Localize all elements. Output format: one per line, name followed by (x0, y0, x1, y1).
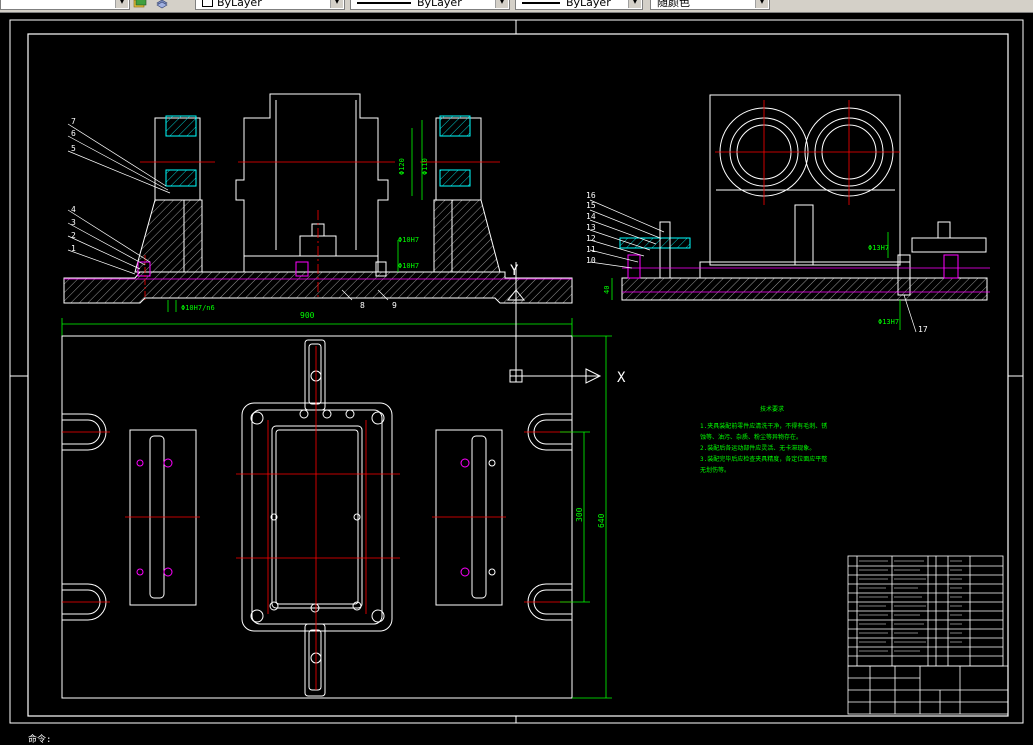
part-number: 14 (586, 212, 596, 221)
layer-state-icon[interactable] (133, 0, 147, 9)
lineweight-value: ByLayer (566, 0, 611, 9)
plotstyle-combo[interactable]: 随颜色 ▾ (650, 0, 770, 10)
dim-label: Φ110 (421, 158, 429, 175)
tech-requirements: 技术要求 1.夹具装配前零件应清洗干净，不得有毛刺、锈 蚀等、油污、杂质、粉尘等… (700, 405, 827, 474)
axis-y-label: Y (510, 263, 519, 279)
lineweight-combo[interactable]: ByLayer ▾ (515, 0, 643, 10)
color-value: ByLayer (217, 0, 262, 9)
dim-label: Φ120 (398, 158, 406, 175)
dim-height-300: 300 (575, 507, 584, 522)
dim-label: Φ10H7/n6 (181, 304, 215, 312)
color-combo[interactable]: ByLayer ▾ (195, 0, 345, 10)
part-numbers-right: 16 15 14 13 12 11 10 17 (586, 191, 928, 334)
lineweight-preview (522, 2, 560, 4)
dim-40: 40 (603, 286, 611, 294)
chevron-down-icon[interactable]: ▾ (628, 0, 641, 8)
part-number: 13 (586, 223, 596, 232)
part-number: 5 (71, 144, 76, 153)
front-view-dim-labels: Φ10H7/n6 Φ120 Φ110 Φ10H7 Φ10H7 900 (181, 158, 429, 320)
plotstyle-value: 随颜色 (657, 0, 690, 9)
part-number: 12 (586, 234, 596, 243)
color-swatch (202, 0, 213, 7)
top-view-dimensions (560, 335, 612, 699)
side-view-centerlines (622, 100, 990, 293)
part-number: 10 (586, 256, 596, 265)
chevron-down-icon[interactable]: ▾ (755, 0, 768, 8)
properties-toolbar: ▾ ByLayer ▾ ByLayer ▾ ByLayer ▾ 随颜色 ▾ (0, 0, 1033, 13)
side-view-dim-labels: 40 Φ13H7 Φ13H7 (603, 244, 899, 326)
dim-label: Φ10H7 (398, 236, 419, 244)
layer-combo[interactable]: ▾ (0, 0, 130, 10)
part-number: 7 (71, 117, 76, 126)
tech-line: 蚀等、油污、杂质、粉尘等异物存在。 (700, 433, 802, 441)
part-number: 11 (586, 245, 596, 254)
part-leaders-left (67, 123, 389, 301)
part-number: 8 (360, 301, 365, 310)
layer-properties-icon[interactable] (155, 0, 169, 9)
tech-line: 3.装配完毕后应检查夹具精度，各定位面应平整 (700, 455, 827, 463)
part-number: 3 (71, 218, 76, 227)
top-view-dim-labels: 640 300 (575, 507, 606, 528)
chevron-down-icon[interactable]: ▾ (495, 0, 508, 8)
part-number: 16 (586, 191, 596, 200)
front-view (63, 93, 573, 304)
part-number: 2 (71, 231, 76, 240)
part-number: 9 (392, 301, 397, 310)
part-leaders-right (589, 199, 917, 333)
chevron-down-icon[interactable]: ▾ (330, 0, 343, 8)
ucs-axis-labels: Y X (510, 263, 626, 386)
tech-line: 1.夹具装配前零件应清洗干净，不得有毛刺、锈 (700, 422, 827, 430)
part-number: 17 (918, 325, 928, 334)
side-view (619, 94, 988, 301)
dim-label: Φ10H7 (398, 262, 419, 270)
part-number: 4 (71, 205, 76, 214)
dim-label: Φ13H7 (868, 244, 889, 252)
drawing-frame (9, 19, 1024, 724)
linetype-value: ByLayer (417, 0, 462, 9)
dim-label: Φ13H7 (878, 318, 899, 326)
dim-height-640: 640 (597, 513, 606, 528)
part-numbers-left: 7 6 5 4 3 2 1 8 9 (71, 117, 397, 310)
drawing-canvas[interactable]: Φ10H7/n6 Φ120 Φ110 Φ10H7 Φ10H7 900 7 6 5… (0, 12, 1033, 742)
part-number: 15 (586, 201, 596, 210)
side-view-dimensions (611, 232, 901, 330)
top-view-centerlines (62, 346, 572, 690)
tech-line: 无划伤等。 (700, 466, 730, 474)
front-view-dimensions (61, 120, 573, 336)
ucs-icon (506, 262, 602, 384)
command-line[interactable]: 命令: (28, 735, 52, 745)
title-block (847, 555, 1009, 715)
part-number: 6 (71, 129, 76, 138)
linetype-combo[interactable]: ByLayer ▾ (350, 0, 510, 10)
tech-title: 技术要求 (760, 405, 784, 413)
tech-line: 2.装配后各运动部件应灵活、无卡滞现象。 (700, 444, 815, 452)
dim-width-900: 900 (300, 311, 315, 320)
chevron-down-icon[interactable]: ▾ (115, 0, 128, 8)
linetype-preview (357, 2, 411, 4)
bom-entries (859, 560, 962, 652)
front-view-centerlines (140, 161, 500, 300)
axis-x-label: X (617, 370, 626, 386)
part-number: 1 (71, 244, 76, 253)
